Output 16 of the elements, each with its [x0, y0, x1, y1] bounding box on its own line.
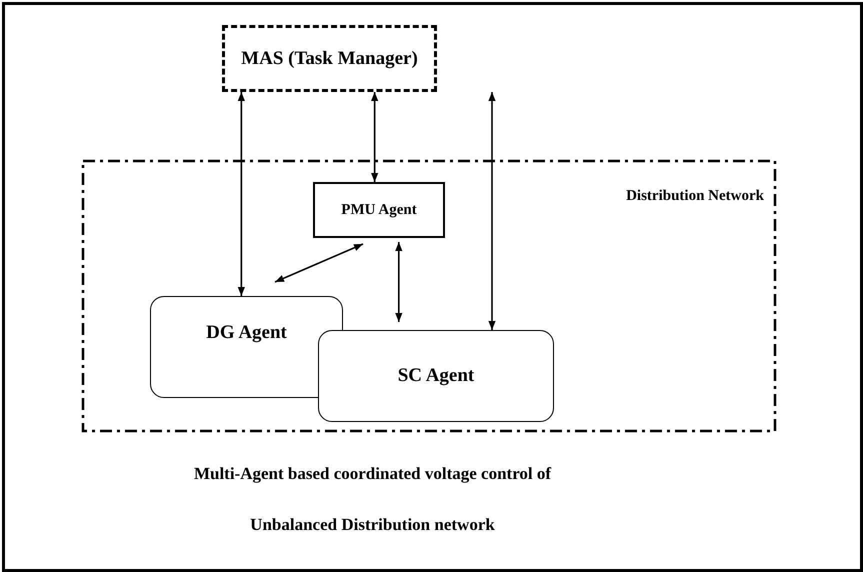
process-box	[313, 182, 445, 238]
rounded-box	[150, 296, 343, 398]
rounded-box	[318, 330, 554, 422]
arrow	[274, 243, 364, 283]
arrow	[395, 242, 402, 322]
dashed-box	[222, 25, 437, 92]
caption: Multi-Agent based coordinated voltage control of Unbalanced Distribution network	[192, 463, 552, 536]
node-label: PMU Agent	[341, 202, 417, 218]
node-label: DG Agent	[206, 322, 287, 344]
node-label: MAS (Task Manager)	[241, 48, 418, 70]
dash-dot-boundary	[82, 160, 776, 432]
arrow	[488, 92, 496, 330]
node-label: SC Agent	[398, 365, 474, 387]
group-label: Distribution Network	[626, 188, 764, 205]
arrow	[238, 92, 245, 296]
arrow	[371, 92, 378, 182]
